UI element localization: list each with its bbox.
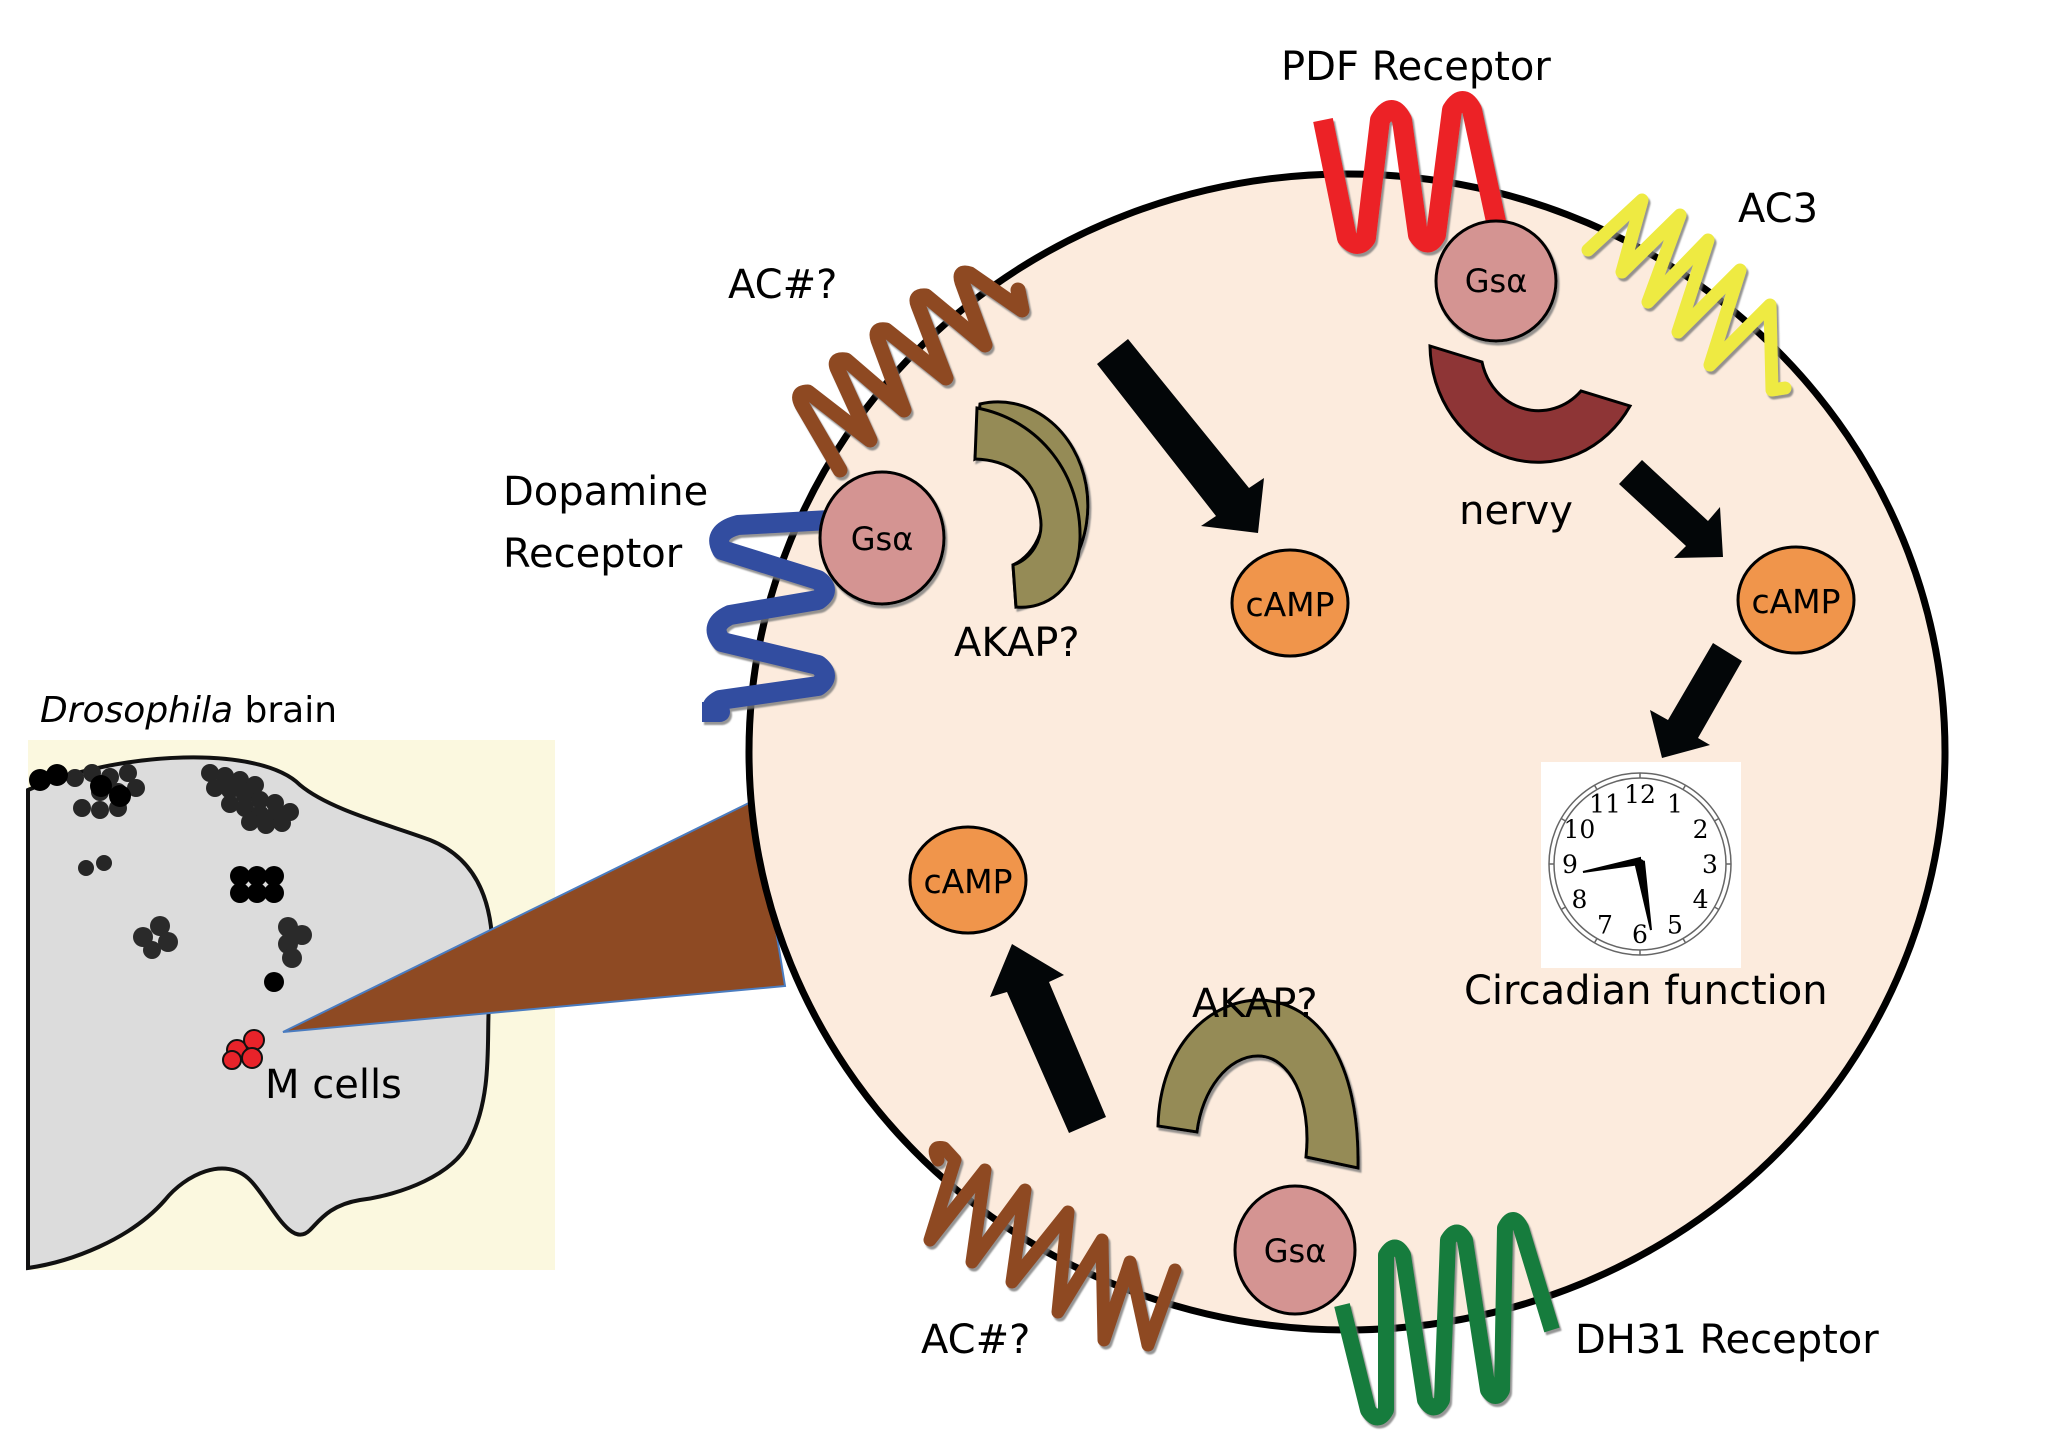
arrows: [990, 339, 1742, 1133]
nervy-arc: [1428, 343, 1633, 464]
gsa-bottom: Gsα: [1233, 1184, 1357, 1316]
clock-numeral: 3: [1702, 850, 1718, 879]
clock-tick: [1714, 906, 1720, 911]
camp-right: cAMP: [1736, 545, 1856, 655]
akap-top-label: AKAP?: [954, 620, 1080, 666]
clock-tick: [1593, 784, 1598, 790]
camp-left: cAMP: [908, 825, 1028, 935]
gsa-top-label: Gsα: [1465, 262, 1528, 300]
clock-tick: [1682, 938, 1687, 944]
nervy-label: nervy: [1459, 488, 1573, 534]
ac3-cyclase: AC3: [1581, 186, 1818, 397]
camp-middle: cAMP: [1230, 548, 1350, 658]
pdf-receptor: PDF Receptor: [1281, 44, 1551, 254]
camp-right-label: cAMP: [1751, 582, 1840, 621]
camp-right-circle: [1736, 545, 1856, 655]
clock-numeral: 7: [1597, 911, 1613, 940]
clock-numeral: 12: [1624, 780, 1656, 809]
brain-title-italic: Drosophila: [40, 690, 233, 731]
dopamine-receptor-label: Dopamine Receptor: [503, 469, 721, 577]
gsa-top-circle: [1434, 219, 1558, 343]
clock-numeral: 10: [1563, 815, 1595, 844]
clock-tick: [1714, 817, 1720, 822]
single-neuron: [264, 972, 284, 992]
akap-top-arc-body: [973, 406, 1082, 609]
gsa-bottom-circle: [1233, 1184, 1357, 1316]
camp-middle-circle: [1230, 548, 1350, 658]
ac-unknown-top-helix: [792, 265, 1030, 478]
gsa-left-label: Gsα: [851, 520, 914, 558]
neuron-pair: [78, 855, 112, 876]
akap-bottom: AKAP?: [1156, 981, 1360, 1170]
gsa-bottom-label: Gsα: [1264, 1232, 1327, 1270]
clock-tick: [1593, 938, 1598, 944]
ac-unknown-bottom-helix: [923, 1141, 1182, 1352]
camp-left-label: cAMP: [923, 862, 1012, 901]
akap-bottom-label: AKAP?: [1192, 981, 1318, 1027]
dopamine-receptor: Dopamine Receptor: [503, 469, 835, 722]
ac-unknown-bottom: AC#?: [921, 1141, 1182, 1363]
brain-title-rest: brain: [233, 690, 337, 731]
arrow-nervy-to-camp-right: [1619, 460, 1723, 558]
ac3-helix: [1581, 193, 1792, 397]
neuron-cluster-dorsal-left: [29, 764, 145, 819]
clock-numeral: 2: [1693, 815, 1709, 844]
camp-middle-label: cAMP: [1245, 585, 1334, 624]
m-cells-label: M cells: [265, 1062, 402, 1108]
circadian-function-label: Circadian function: [1464, 968, 1828, 1014]
gsa-left-circle: [818, 470, 946, 606]
dopamine-receptor-helix: [702, 510, 835, 722]
dh31-receptor-helix: [1334, 1212, 1560, 1426]
arrow-ac-to-camp-left: [990, 944, 1106, 1133]
clock-numeral: 11: [1589, 789, 1621, 818]
dopamine-receptor-label-line1: Dopamine: [503, 469, 708, 515]
dopamine-receptor-label-line2: Receptor: [503, 531, 683, 577]
arrow-camp-to-clock: [1650, 643, 1742, 758]
clock-tick: [1560, 817, 1566, 822]
dh31-receptor: DH31 Receptor: [1334, 1212, 1879, 1426]
neuron-cluster-dorsal-right: [201, 764, 299, 834]
dh31-receptor-label: DH31 Receptor: [1575, 1317, 1879, 1363]
ac-unknown-top: AC#?: [728, 262, 1030, 478]
clock-tick: [1682, 784, 1687, 790]
neuron-cluster-mid-right: [278, 917, 312, 968]
pdf-receptor-helix: [1313, 91, 1510, 254]
akap-bottom-arc: [1156, 998, 1360, 1170]
neuron-cluster-mid-left: [133, 916, 178, 959]
clock-numeral: 6: [1632, 920, 1648, 949]
brain-inset-title: Drosophila brain: [40, 690, 337, 731]
neuron-cluster-central: [230, 866, 284, 903]
clock-numeral: 1: [1667, 789, 1683, 818]
gsa-top: Gsα: [1434, 219, 1558, 343]
gsa-left: Gsα: [818, 470, 946, 606]
m-cells-marker: [222, 1029, 265, 1070]
clock-tick: [1560, 906, 1566, 911]
clock-numeral: 4: [1693, 885, 1709, 914]
nervy-scaffold: nervy: [1428, 343, 1633, 534]
camp-left-circle: [908, 825, 1028, 935]
clock-numeral: 5: [1667, 911, 1683, 940]
clock-numeral: 9: [1562, 850, 1578, 879]
ac-unknown-bottom-label: AC#?: [921, 1317, 1030, 1363]
akap-top: AKAP?: [954, 400, 1090, 666]
pdf-receptor-label: PDF Receptor: [1281, 44, 1551, 90]
arrow-ac-to-camp-middle: [1097, 339, 1264, 533]
ac-unknown-top-label: AC#?: [728, 262, 837, 308]
ac3-label: AC3: [1738, 186, 1818, 232]
clock-numeral: 8: [1571, 885, 1587, 914]
brain-outline: [26, 755, 495, 1271]
